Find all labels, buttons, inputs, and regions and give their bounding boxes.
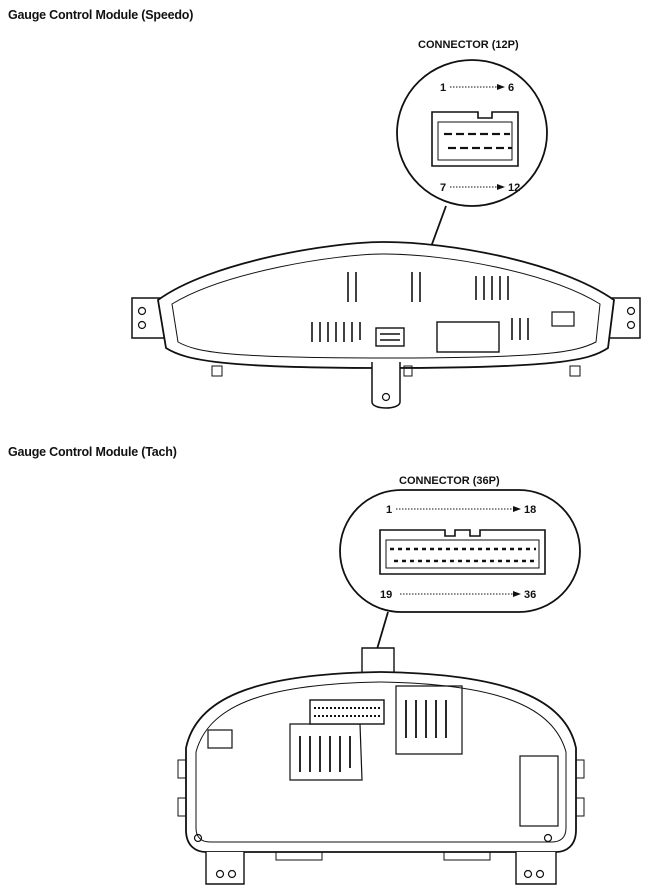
tach-connector-face	[379, 529, 546, 575]
tach-pin-label-bottom-end: 36	[524, 589, 536, 601]
speedo-gauge-module	[131, 241, 641, 409]
tach-connector-callout: CONNECTOR (36P) 1 18 19 36	[339, 475, 581, 701]
speedo-pin-label-top-end: 6	[508, 82, 514, 94]
speedo-foot-center	[403, 365, 413, 377]
speedo-pin-label-bottom-end: 12	[508, 182, 520, 194]
tach-housing-inner	[195, 681, 567, 843]
tach-pin-label-bottom-start: 19	[380, 589, 392, 601]
tach-vents	[299, 700, 447, 772]
speedo-section-title: Gauge Control Module (Speedo)	[8, 8, 194, 22]
tach-module-connector	[309, 699, 385, 725]
tach-housing-outer	[185, 671, 577, 853]
speedo-left-hole-2	[137, 320, 147, 330]
tach-side-panel	[519, 755, 559, 827]
tach-pin-label-top-end: 18	[524, 504, 536, 516]
tach-bottom-right-bracket	[515, 852, 557, 885]
tach-section-title: Gauge Control Module (Tach)	[8, 445, 177, 459]
speedo-housing-outer	[157, 241, 615, 369]
tach-pin-label-top-start: 1	[386, 504, 392, 516]
tach-connector-label: CONNECTOR (36P)	[399, 475, 500, 487]
speedo-small-square	[551, 311, 575, 327]
speedo-right-hole-2	[626, 320, 636, 330]
speedo-connector-callout: CONNECTOR (12P) 1 6 7 12	[396, 39, 548, 327]
tach-bottom-rail-left	[275, 851, 323, 861]
speedo-foot-left	[211, 365, 223, 377]
tach-bottom-left-bracket	[205, 852, 245, 885]
speedo-connector-face	[431, 111, 519, 167]
speedo-pin-label-top-start: 1	[440, 82, 446, 94]
speedo-bottom-hole	[381, 392, 391, 402]
speedo-right-hole-1	[626, 306, 636, 316]
speedo-module-connector	[375, 327, 405, 347]
tach-small-square	[207, 729, 233, 749]
speedo-foot-right	[569, 365, 581, 377]
speedo-pin-label-bottom-start: 7	[440, 182, 446, 194]
speedo-housing-inner	[171, 253, 601, 359]
speedo-bottom-tab	[371, 362, 401, 409]
speedo-connector-label: CONNECTOR (12P)	[418, 39, 519, 51]
tach-bottom-rail-right	[443, 851, 491, 861]
tach-top-tab	[361, 647, 395, 676]
tach-vent-panel-right	[395, 685, 463, 755]
speedo-left-hole-1	[137, 306, 147, 316]
speedo-label-panel	[436, 321, 500, 353]
speedo-vents	[311, 272, 529, 342]
tach-gauge-module	[177, 647, 585, 885]
